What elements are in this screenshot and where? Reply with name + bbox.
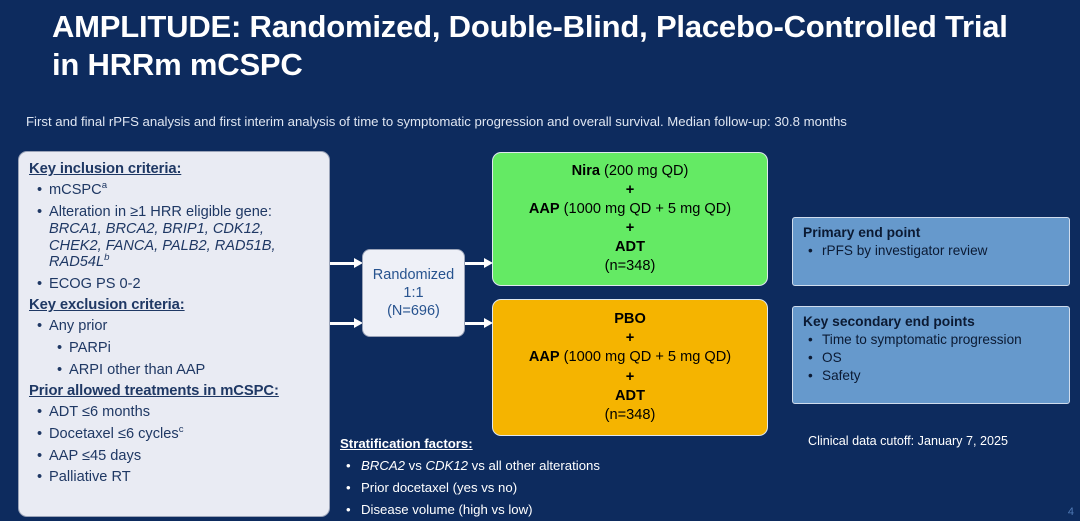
control-arm-n: (n=348)	[604, 406, 656, 423]
control-arm-drug-1-name: PBO	[614, 311, 646, 328]
stratification-item-genes: BRCA2 vs CDK12 vs all other alterations	[340, 458, 760, 474]
experimental-arm-drug-2-dose: (1000 mg QD + 5 mg QD)	[559, 200, 732, 217]
control-arm-drug-2-dose: (1000 mg QD + 5 mg QD)	[559, 349, 732, 366]
randomization-line-1: Randomized	[372, 266, 455, 283]
exclusion-subitem-arpi: ARPI other than AAP	[29, 362, 319, 379]
randomization-line-3: (N=696)	[387, 303, 440, 320]
prior-item-docetaxel: Docetaxel ≤6 cyclesc	[29, 423, 319, 443]
prior-item-adt: ADT ≤6 months	[29, 404, 319, 421]
control-arm-drug-2: AAP (1000 mg QD + 5 mg QD)	[529, 348, 731, 367]
arrow-to-control-arm	[465, 318, 493, 329]
exclusion-criteria-heading: Key exclusion criteria:	[29, 297, 185, 314]
stratification-item-genes-tail: vs all other alterations	[468, 457, 600, 473]
stratification-item-genes-mid: vs	[404, 457, 426, 473]
arrow-into-randomization-top	[330, 258, 363, 269]
page-title: AMPLITUDE: Randomized, Double-Blind, Pla…	[52, 9, 1008, 82]
exclusion-subitem-parpi: PARPi	[29, 340, 319, 357]
randomization-box: Randomized 1:1 (N=696)	[362, 249, 465, 337]
control-arm-box: PBO + AAP (1000 mg QD + 5 mg QD) + ADT (…	[492, 299, 768, 436]
primary-endpoint-heading: Primary end point	[803, 225, 921, 240]
footnote-marker-c: c	[178, 423, 184, 435]
experimental-arm-box: Nira (200 mg QD) + AAP (1000 mg QD + 5 m…	[492, 152, 768, 286]
primary-endpoint-box: Primary end point rPFS by investigator r…	[792, 217, 1070, 286]
page-subtitle: First and final rPFS analysis and first …	[26, 114, 847, 129]
stratification-gene-brca2: BRCA2	[361, 457, 405, 473]
secondary-endpoint-box: Key secondary end points Time to symptom…	[792, 306, 1070, 404]
gene-rad54l: RAD54L	[49, 254, 105, 271]
secondary-endpoint-item-ttsp: Time to symptomatic progression	[803, 332, 1059, 348]
prior-item-docetaxel-label: Docetaxel ≤6 cycles	[49, 425, 179, 442]
randomization-line-2: 1:1	[403, 284, 424, 301]
stratification-gene-cdk12: CDK12	[425, 457, 469, 473]
prior-item-aap: AAP ≤45 days	[29, 448, 319, 465]
inclusion-item-hrr-gene: Alteration in ≥1 HRR eligible gene: BRCA…	[29, 204, 319, 272]
control-arm-plus-2: +	[625, 368, 635, 385]
inclusion-criteria-heading: Key inclusion criteria:	[29, 161, 182, 177]
footnote-marker-b: b	[104, 252, 110, 264]
inclusion-item-mcspc-label: mCSPC	[49, 181, 102, 198]
inclusion-item-mcspc: mCSPCa	[29, 179, 319, 199]
control-arm-plus-1: +	[625, 330, 635, 347]
control-arm-drug-3-name: ADT	[615, 387, 645, 404]
experimental-arm-drug-3-name: ADT	[615, 239, 645, 256]
experimental-arm-drug-1: Nira (200 mg QD)	[572, 162, 689, 181]
secondary-endpoint-item-safety: Safety	[803, 368, 1059, 384]
slide-number: 4	[1067, 506, 1074, 518]
control-arm-drug-3: ADT	[615, 387, 645, 406]
secondary-endpoint-item-os: OS	[803, 350, 1059, 366]
experimental-arm-drug-1-name: Nira	[571, 162, 600, 179]
prior-treatments-heading: Prior allowed treatments in mCSPC:	[29, 382, 279, 399]
inclusion-item-hrr-gene-label: Alteration in ≥1 HRR eligible gene:	[49, 203, 272, 220]
experimental-arm-drug-1-dose: (200 mg QD)	[599, 162, 689, 179]
experimental-arm-drug-2-name: AAP	[528, 200, 560, 217]
experimental-arm-drug-3: ADT	[615, 238, 645, 257]
gene-list-line-3: RAD54Lb	[49, 252, 319, 271]
control-arm-drug-2-name: AAP	[528, 349, 560, 366]
criteria-panel: Key inclusion criteria: mCSPCa Alteratio…	[18, 151, 330, 517]
gene-list-line-1: BRCA1, BRCA2, BRIP1, CDK12,	[49, 220, 264, 237]
stratification-section: Stratification factors: BRCA2 vs CDK12 v…	[340, 436, 760, 517]
arrow-to-experimental-arm	[465, 258, 493, 269]
footnote-marker-a: a	[101, 179, 108, 191]
gene-list-line-2: CHEK2, FANCA, PALB2, RAD51B,	[49, 237, 276, 254]
stratification-item-docetaxel: Prior docetaxel (yes vs no)	[340, 480, 760, 496]
experimental-arm-n: (n=348)	[604, 258, 656, 275]
arrow-into-randomization-bottom	[330, 318, 363, 329]
stratification-heading: Stratification factors:	[340, 436, 473, 451]
experimental-arm-drug-2: AAP (1000 mg QD + 5 mg QD)	[529, 200, 731, 219]
secondary-endpoint-heading: Key secondary end points	[803, 314, 975, 329]
data-cutoff-note: Clinical data cutoff: January 7, 2025	[808, 434, 1008, 448]
control-arm-drug-1: PBO	[614, 310, 646, 329]
experimental-arm-plus-1: +	[625, 181, 635, 198]
inclusion-item-ecog: ECOG PS 0-2	[29, 276, 319, 293]
primary-endpoint-item-rpfs: rPFS by investigator review	[803, 243, 1059, 259]
stratification-item-disease-volume: Disease volume (high vs low)	[340, 502, 760, 518]
exclusion-item-any-prior: Any prior	[29, 318, 319, 335]
prior-item-palliative-rt: Palliative RT	[29, 469, 319, 486]
experimental-arm-plus-2: +	[625, 220, 635, 236]
